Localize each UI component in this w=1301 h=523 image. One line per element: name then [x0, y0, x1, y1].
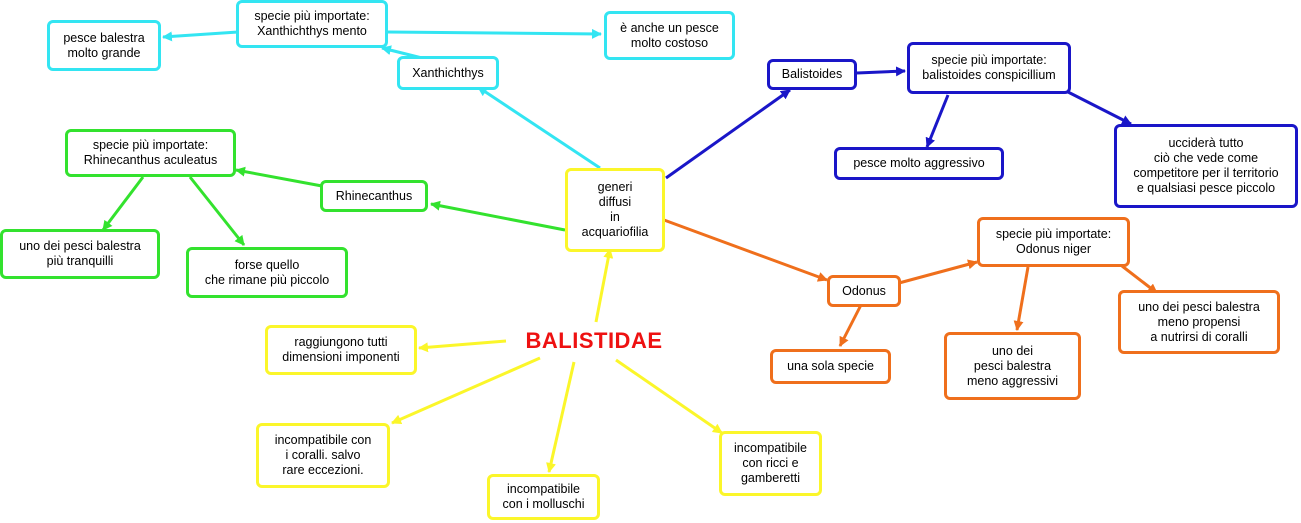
link-generi-xanthichthys — [477, 85, 601, 170]
link-balistoides-species — [856, 66, 906, 77]
link-generi-balistoides — [665, 88, 791, 180]
link-generi-rhinecanthus — [430, 200, 566, 232]
link-title-molluscs — [546, 361, 576, 473]
link-species-big — [162, 30, 239, 42]
page-title: BALISTIDAE — [525, 328, 663, 353]
node-balistoides-species: specie più importate: balistoides conspi… — [907, 42, 1071, 94]
link-title-generi — [594, 248, 614, 323]
node-pesce-molto-grande: pesce balestra molto grande — [47, 20, 161, 71]
node-dimensioni-imponenti: raggiungono tutti dimensioni imponenti — [265, 325, 417, 375]
node-generi-diffusi: generi diffusi in acquariofilia — [565, 168, 665, 252]
node-rhinecanthus-species: specie più importate: Rhinecanthus acule… — [65, 129, 236, 177]
node-molto-aggressivo: pesce molto aggressivo — [834, 147, 1004, 180]
node-balistoides: Balistoides — [767, 59, 857, 90]
node-incompatibile-coralli: incompatibile con i coralli. salvo rare … — [256, 423, 390, 488]
node-piu-piccolo: forse quello che rimane più piccolo — [186, 247, 348, 298]
node-meno-aggressivi: uno dei pesci balestra meno aggressivi — [944, 332, 1081, 400]
node-una-sola-specie: una sola specie — [770, 349, 891, 384]
link-ospecies-corals — [1121, 264, 1158, 295]
node-meno-coralli: uno dei pesci balestra meno propensi a n… — [1118, 290, 1280, 354]
link-title-corals — [391, 356, 541, 425]
node-odonus-species: specie più importate: Odonus niger — [977, 217, 1130, 267]
link-title-urchins — [615, 358, 723, 435]
node-xanthichthys: Xanthichthys — [397, 56, 499, 90]
link-rspecies-small — [188, 176, 246, 246]
node-rhinecanthus: Rhinecanthus — [320, 180, 428, 212]
link-ospecies-less-aggr — [1013, 266, 1030, 331]
link-bspecies-aggressive — [925, 94, 950, 148]
node-pesce-costoso: è anche un pesce molto costoso — [604, 11, 735, 60]
node-incompatibile-molluschi: incompatibile con i molluschi — [487, 474, 600, 520]
node-incompatibile-ricci: incompatibile con ricci e gamberetti — [719, 431, 822, 496]
link-generi-odonus — [663, 218, 828, 282]
link-rspecies-calm — [101, 176, 145, 231]
node-uccidera-tutto: ucciderà tutto ciò che vede come competi… — [1114, 124, 1298, 208]
link-species-costly — [386, 28, 602, 39]
link-odonus-species — [898, 259, 978, 285]
link-title-dimensions — [418, 339, 507, 353]
link-bspecies-kill — [1067, 90, 1132, 126]
node-odonus: Odonus — [827, 275, 901, 307]
link-odonus-single — [838, 302, 864, 347]
link-rhinecanthus-species — [235, 166, 323, 188]
node-pesci-tranquilli: uno dei pesci balestra più tranquilli — [0, 229, 160, 279]
node-xanthichthys-species: specie più importate: Xanthichthys mento — [236, 0, 388, 48]
